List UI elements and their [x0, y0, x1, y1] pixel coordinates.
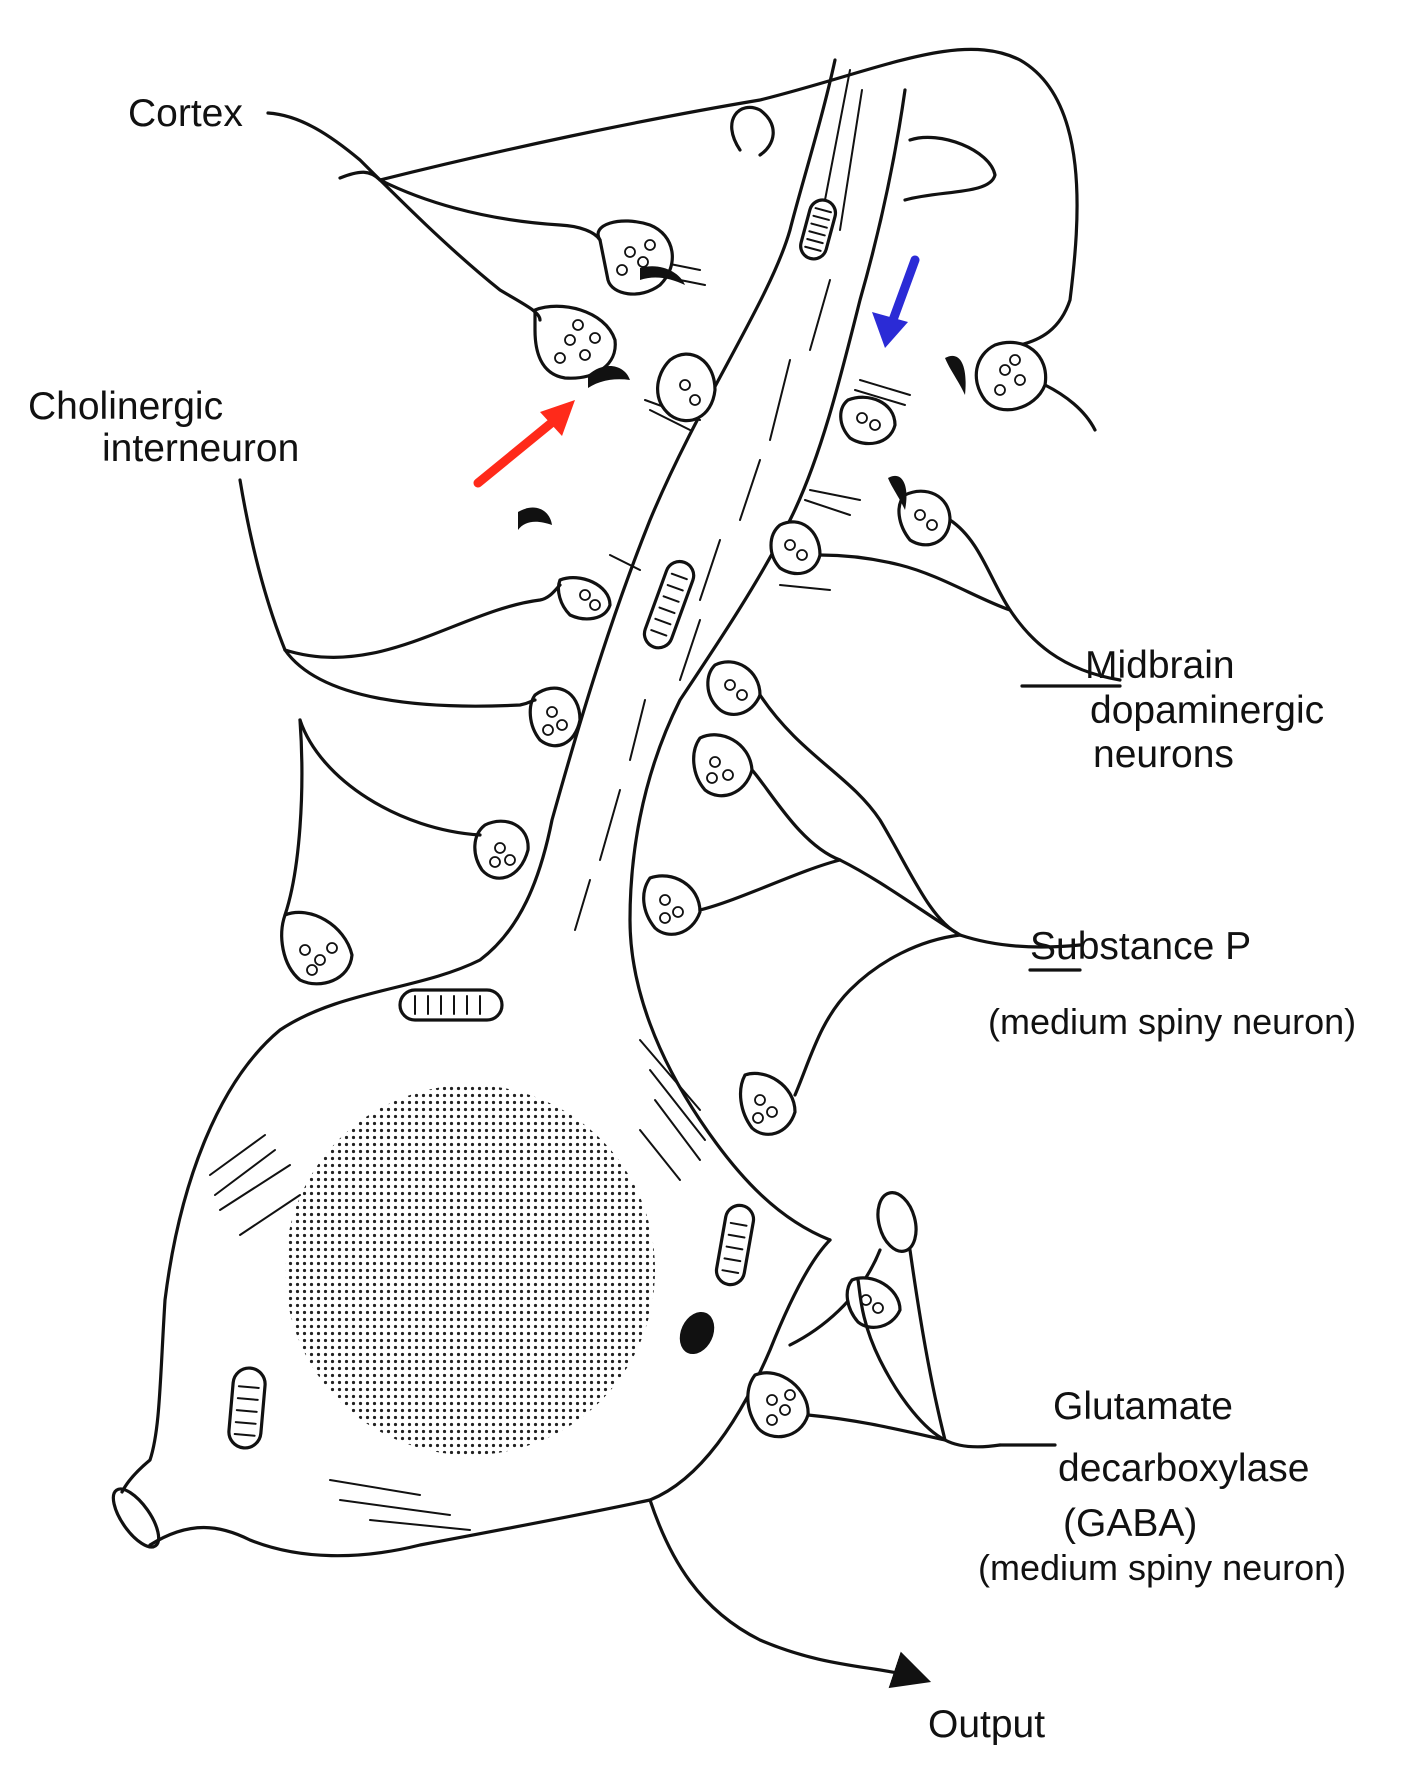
nucleus [285, 1085, 655, 1455]
label-cholinergic-1: Cholinergic [28, 385, 224, 428]
label-cortex: Cortex [128, 92, 243, 135]
red-arrow-icon [473, 400, 575, 488]
fibers [238, 111, 1122, 1689]
label-gad-1: Glutamate [1053, 1385, 1233, 1428]
label-midbrain-3: neurons [1093, 733, 1234, 776]
label-gad-2: decarboxylase [1058, 1447, 1310, 1490]
label-midbrain-1: Midbrain [1085, 644, 1235, 687]
label-substance-p: Substance P [1030, 925, 1252, 968]
label-substance-p-sub: (medium spiny neuron) [988, 1001, 1357, 1042]
blue-arrow-icon [872, 255, 920, 348]
label-gad-3: (GABA) [1063, 1502, 1198, 1545]
vesicles [299, 239, 1026, 1426]
label-output: Output [928, 1703, 1046, 1746]
label-cholinergic-2: interneuron [102, 427, 300, 470]
neuron-outline [111, 47, 1079, 1558]
label-gad-sub: (medium spiny neuron) [978, 1547, 1347, 1588]
label-midbrain-2: dopaminergic [1090, 689, 1325, 732]
